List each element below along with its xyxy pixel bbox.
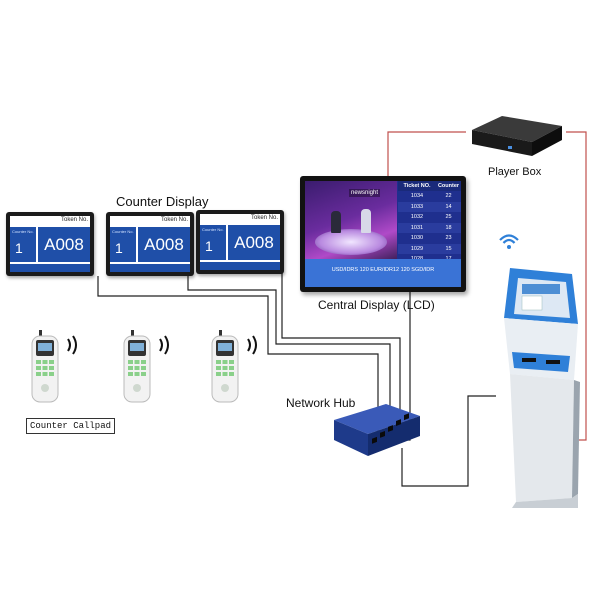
table-row: 1030 23: [398, 233, 461, 244]
signal-wave-icon: [247, 335, 257, 355]
queue-table-header: Ticket NO. Counter: [398, 181, 461, 191]
player-box: [472, 116, 562, 156]
ticket-cell: 1033: [410, 203, 424, 210]
counter-number: 1: [115, 240, 123, 256]
callpad-1: [31, 330, 59, 403]
counter-number: 1: [15, 240, 23, 256]
counter-label: Counter No.: [112, 229, 134, 234]
signal-wave-icon: [159, 335, 169, 355]
counter-display-label: Counter Display: [116, 194, 209, 209]
table-row: 1031 18: [398, 222, 461, 233]
counter-cell: 22: [445, 193, 452, 199]
ticket-cell: 1032: [410, 214, 424, 220]
network-hub: [334, 404, 420, 456]
currency-ticker: USD/IDRS 120 EUR/IDR12 120 SGD/IDR: [305, 259, 461, 287]
counter-number: 1: [205, 238, 213, 254]
power-line-central-player: [387, 131, 466, 178]
player-box-label: Player Box: [488, 166, 542, 178]
studio-desk: [315, 229, 387, 255]
counter-cell: 14: [445, 203, 452, 210]
counter-cell: 15: [445, 245, 452, 252]
table-row: 1029 15: [398, 243, 461, 254]
token-label: Token No.: [60, 217, 88, 223]
token-label: Token No.: [160, 217, 188, 223]
counter-number-box: Counter No. 1: [110, 227, 136, 262]
display-footer: [10, 264, 90, 272]
table-row: 1032 25: [398, 212, 461, 223]
token-code: A008: [228, 225, 280, 260]
counter-cell: 18: [445, 224, 452, 231]
central-display: newsnight Ticket NO. Counter 1034 22 1033…: [300, 176, 466, 292]
signal-wave-icon: [67, 335, 77, 355]
table-row: 1034 22: [398, 191, 461, 202]
counter-display-2: Token No. Counter No. 1 A008: [106, 212, 194, 276]
ticket-kiosk: [504, 268, 580, 508]
presenter-1: [331, 211, 341, 233]
counter-label: Counter No.: [202, 227, 224, 232]
network-cables: [97, 270, 496, 487]
video-logo: newsnight: [349, 189, 381, 197]
counter-display-3: Token No. Counter No. 1 A008: [196, 210, 284, 274]
counter-number-box: Counter No. 1: [200, 225, 226, 260]
counter-callpad-label: Counter Callpad: [26, 418, 116, 434]
counter-label: Counter No.: [12, 229, 34, 234]
token-label: Token No.: [250, 215, 278, 221]
display-footer: [110, 264, 190, 272]
token-code: A008: [138, 227, 190, 262]
callpad-3: [211, 330, 239, 403]
counter-header: Counter: [437, 183, 460, 189]
counter-cell: 25: [445, 214, 452, 220]
ticket-cell: 1029: [410, 245, 424, 252]
network-hub-label: Network Hub: [286, 396, 356, 410]
ticket-cell: 1030: [410, 235, 424, 241]
ticket-cell: 1031: [410, 224, 424, 231]
ticket-header: Ticket NO.: [403, 183, 431, 189]
power-line-player-kiosk: [566, 131, 587, 441]
central-display-label: Central Display (LCD): [318, 298, 435, 312]
token-code: A008: [38, 227, 90, 262]
counter-cell: 23: [445, 235, 452, 241]
ticket-cell: 1034: [410, 193, 424, 199]
display-footer: [200, 262, 280, 270]
counter-display-1: Token No. Counter No. 1 A008: [6, 212, 94, 276]
presenter-2: [361, 209, 371, 233]
wifi-icon: [499, 234, 519, 249]
video-feed: newsnight: [305, 181, 397, 265]
callpad-2: [123, 330, 151, 403]
counter-number-box: Counter No. 1: [10, 227, 36, 262]
table-row: 1033 14: [398, 201, 461, 212]
